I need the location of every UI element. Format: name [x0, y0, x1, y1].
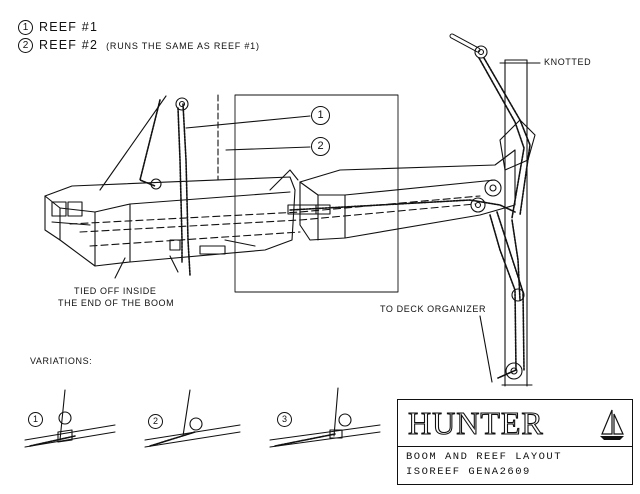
drawing-title: BOOM AND REEF LAYOUT: [406, 451, 563, 463]
reef-line-aft: [139, 99, 191, 276]
legend-label-2: REEF #2: [39, 38, 99, 52]
variation-3-detail: [269, 387, 381, 448]
variation-1-number: 1: [28, 412, 43, 427]
legend-label-1: REEF #1: [39, 20, 99, 34]
deck-organizer-leader: [479, 315, 493, 383]
callout-2-leader: [225, 146, 311, 151]
legend-number-2: 2: [18, 38, 33, 53]
callout-1-leader: [185, 115, 311, 129]
variations-heading: VARIATIONS:: [30, 356, 93, 366]
sailboat-logo-icon: [600, 409, 624, 440]
mainsail-outline: [234, 94, 399, 293]
deck-organizer-block: [501, 288, 533, 386]
callout-1: 1: [311, 106, 330, 125]
variation-2-detail: [144, 389, 241, 448]
deck-organizer-label: TO DECK ORGANIZER: [380, 304, 487, 314]
legend-reef-1: 1 REEF #1: [18, 20, 98, 35]
gooseneck-fitting: [499, 119, 536, 171]
topping-lift: [99, 95, 167, 191]
knotted-label: KNOTTED: [544, 57, 592, 67]
reef-line-boom: [289, 199, 516, 213]
legend-number-1: 1: [18, 20, 33, 35]
title-divider: [398, 446, 632, 447]
title-block: HUNTER BOOM AND REEF LAYOUT ISOREEF GENA…: [397, 399, 633, 485]
variation-3-number: 3: [277, 412, 292, 427]
reef-line-to-deck: [489, 211, 525, 379]
callout-2: 2: [311, 137, 330, 156]
legend-note-2: (RUNS THE SAME AS REEF #1): [106, 41, 260, 51]
boom-blocks: [169, 239, 256, 273]
masthead-sheave: [449, 33, 488, 59]
reef-line-mast: [478, 57, 531, 219]
tied-off-leader: [114, 257, 126, 279]
hunter-brand-logo: HUNTER: [407, 404, 544, 441]
boom-aft-section: [44, 176, 296, 267]
variation-1-detail: [24, 389, 116, 448]
legend-reef-2: 2 REEF #2 (RUNS THE SAME AS REEF #1): [18, 38, 260, 53]
tied-off-label-line-2: THE END OF THE BOOM: [58, 298, 175, 308]
mast: [504, 59, 528, 387]
tied-off-label-line-1: TIED OFF INSIDE: [74, 286, 157, 296]
boom-forward-section: [299, 149, 516, 241]
variation-2-number: 2: [148, 414, 163, 429]
reef-line-inside-boom: [69, 195, 481, 247]
aft-reef-sheave: [150, 97, 189, 190]
drawing-number: ISOREEF GENA2609: [406, 466, 531, 478]
